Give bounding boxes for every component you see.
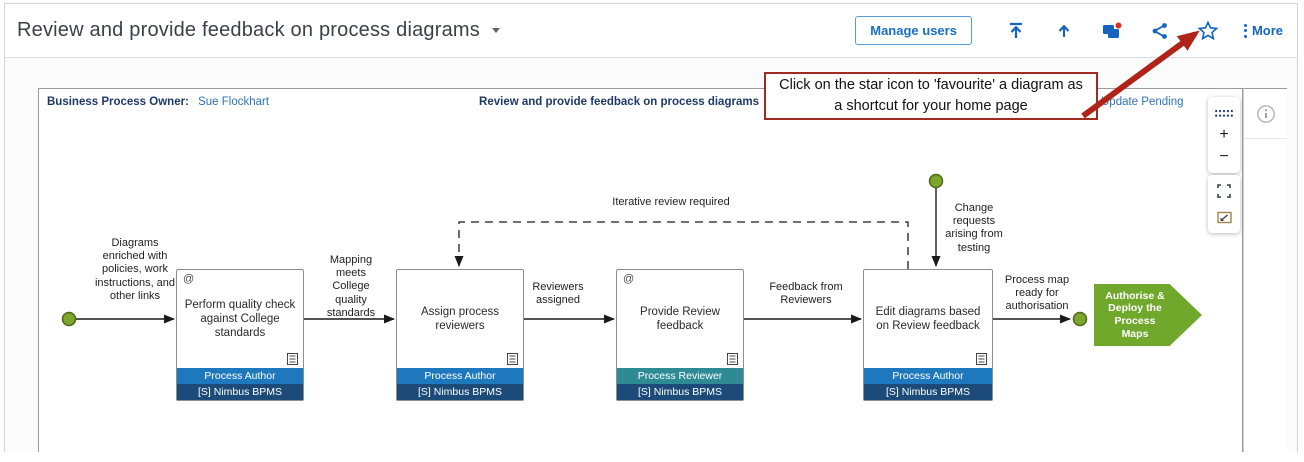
zoom-in-button[interactable]: + [1212,125,1236,145]
app-window: Review and provide feedback on process d… [4,3,1298,452]
fullscreen-expand-icon [1217,184,1231,198]
process-owner-name: Sue Flockhart [198,96,270,108]
more-button[interactable]: More [1243,23,1283,38]
statement-list-icon [507,353,518,366]
more-label: More [1251,23,1283,38]
fit-to-window-button[interactable] [1212,207,1236,227]
annotation-callout: Click on the star icon to 'favourite' a … [764,72,1098,120]
header: Review and provide feedback on process d… [5,4,1297,58]
role-band: Process Reviewer [617,368,743,385]
diagram-viewer: Business Process Owner: Sue Flockhart Re… [5,58,1297,452]
publish-to-top-button[interactable] [1004,19,1028,43]
system-band: [S] Nimbus BPMS [617,384,743,400]
share-button[interactable] [1148,19,1172,43]
favourite-star-button[interactable] [1196,19,1220,43]
edge-label-ready: Process map ready for authorisation [1004,274,1070,313]
terminator-label: Authorise & Deploy the Process Maps [1105,289,1165,340]
attachment-at-icon: @ [623,273,635,285]
edge-label-change-requests: Change requests arising from testing [945,202,1003,254]
statement-list-icon [287,353,298,366]
role-band: Process Author [177,368,303,385]
info-side-panel [1243,88,1287,452]
promote-button[interactable] [1052,19,1076,43]
system-band: [S] Nimbus BPMS [397,384,523,400]
edge-label-input: Diagrams enriched with policies, work in… [94,237,176,302]
diagram-page: Business Process Owner: Sue Flockhart Re… [38,88,1243,452]
fit-to-window-icon [1216,211,1232,223]
attachment-at-icon: @ [183,273,195,285]
process-box-provide-feedback[interactable]: @ Provide Review feedback Process Review… [616,269,744,401]
process-box-title: Provide Review feedback [640,305,720,333]
process-box-title: Assign process reviewers [421,305,499,333]
more-kebab-icon [1243,23,1247,38]
process-owner-label: Business Process Owner: [47,96,189,108]
zoom-grid-dots-icon [1215,109,1233,117]
favourite-star-icon [1197,19,1219,40]
process-box-edit-diagrams[interactable]: Edit diagrams based on Review feedback P… [863,269,993,401]
comments-button[interactable] [1100,19,1124,43]
start-event-dot [61,311,77,327]
flow-connectors [61,173,1088,327]
title-dropdown-caret-icon[interactable] [491,28,500,33]
promote-up-icon [1058,24,1070,37]
role-band: Process Author [864,368,992,385]
edge-label-reviewers: Reviewers assigned [532,281,584,307]
end-event-dot [1072,311,1088,327]
system-band: [S] Nimbus BPMS [177,384,303,400]
page-title: Review and provide feedback on process d… [17,19,480,41]
fullscreen-button[interactable] [1212,181,1236,201]
diagram-title: Review and provide feedback on process d… [479,96,759,108]
process-box-quality-check[interactable]: @ Perform quality check against College … [176,269,304,401]
info-icon [1256,104,1275,123]
zoom-level-grid-button[interactable] [1212,103,1236,123]
info-button[interactable] [1254,102,1278,126]
edge-label-quality: Mapping meets College quality standards [326,254,376,319]
process-box-title: Perform quality check against College st… [184,298,296,340]
comments-icon [1102,22,1122,38]
view-control-card [1208,175,1240,233]
edge-label-feedback: Feedback from Reviewers [769,281,843,307]
edge-label-iterative: Iterative review required [612,196,730,208]
change-event-dot [928,173,944,189]
statement-list-icon [976,353,987,366]
statement-list-icon [727,353,738,366]
role-band: Process Author [397,368,523,385]
system-band: [S] Nimbus BPMS [864,384,992,400]
zoom-out-button[interactable]: − [1212,147,1236,167]
zoom-control-card: + − [1208,97,1240,173]
share-icon [1152,22,1167,39]
manage-users-button[interactable]: Manage users [855,16,972,45]
process-box-title: Edit diagrams based on Review feedback [875,305,981,333]
process-box-assign-reviewers[interactable]: Assign process reviewers Process Author … [396,269,524,401]
publish-to-top-icon [1009,22,1022,38]
